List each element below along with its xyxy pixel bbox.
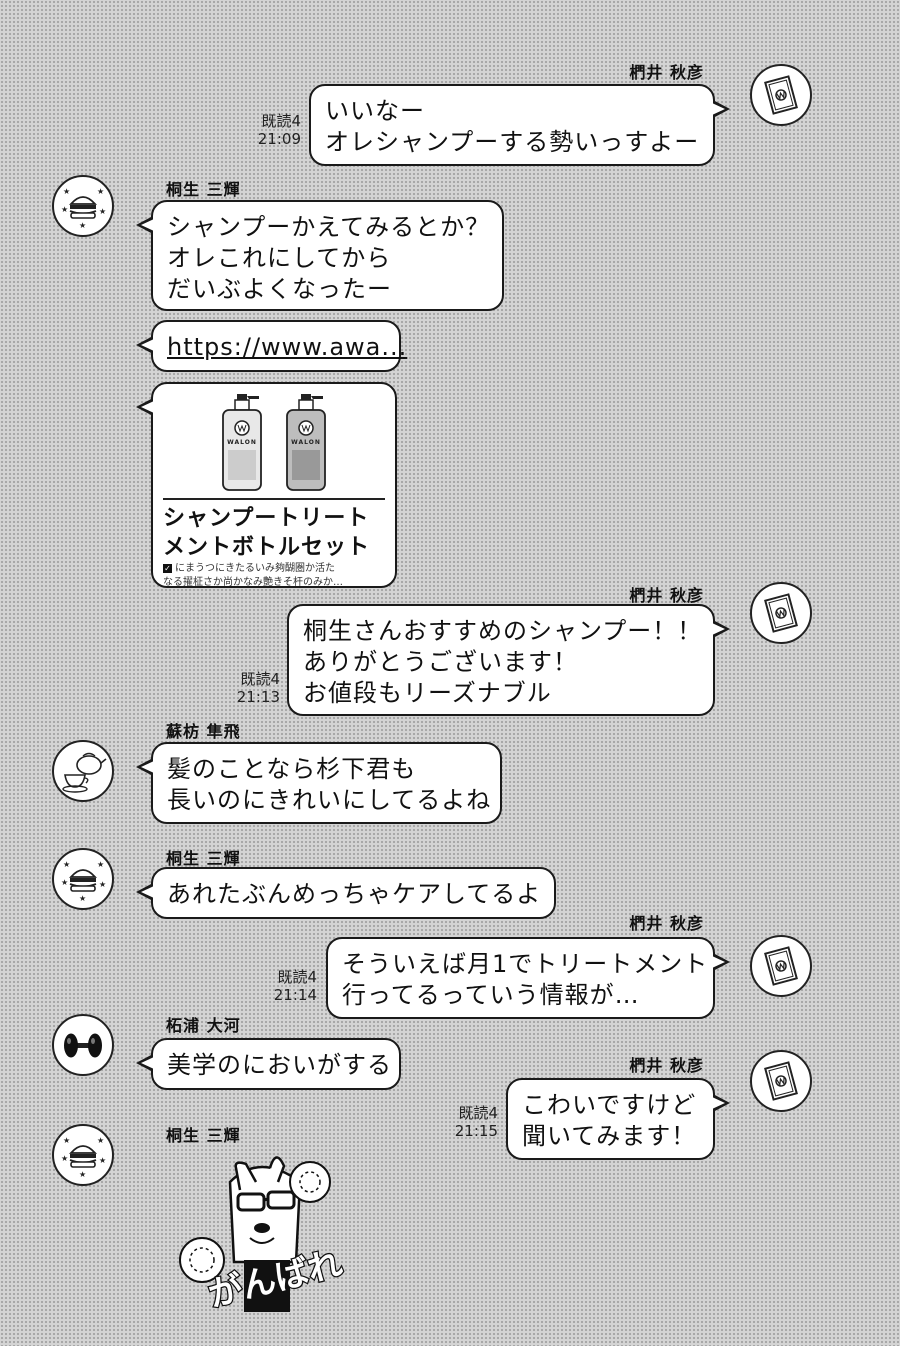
burger-stars-icon: ★ ★ ★ ★ ★ [61,860,106,903]
svg-text:★: ★ [79,221,86,230]
message-text: 桐生さんおすすめのシャンプー！！ [303,617,703,645]
svg-text:★: ★ [97,860,104,869]
product-title: シャンプートリート メントボトルセット [163,498,385,562]
cheer-sticker[interactable]: がんばれ [160,1142,360,1322]
svg-text:★: ★ [97,1136,104,1145]
svg-text:★: ★ [99,207,106,216]
message-text: 美学のにおいがする [167,1051,392,1079]
message-text: だいぶよくなったー [167,275,392,303]
message-text: いいなー [325,97,425,125]
message-text: シャンプーかえてみるとか？ [167,213,491,241]
svg-text:★: ★ [63,187,70,196]
message-text: オレシャンプーする勢いっすよー [325,128,700,156]
message-bubble[interactable]: 桐生さんおすすめのシャンプー！！ ありがとうございます！ お値段もリーズナブル [287,604,730,716]
tsuge-avatar[interactable] [52,1014,114,1076]
svg-text:★: ★ [79,1170,86,1179]
message-bubble[interactable]: こわいですけど 聞いてみます！ [506,1078,730,1160]
kiryu-avatar[interactable]: ★ ★ ★ ★ ★ [52,175,114,237]
sender-name: 桐生 三輝 [166,849,241,868]
message-bubble[interactable]: あれたぶんめっちゃケアしてるよ [136,867,556,919]
message-bubble[interactable]: 美学のにおいがする [136,1038,401,1090]
burger-stars-icon: ★ ★ ★ ★ ★ [61,1136,106,1179]
message-text: 髪のことなら杉下君も [167,755,417,783]
sender-name: 椚井 秋彦 [629,586,704,605]
teapot-icon [62,752,107,793]
read-count: 既読4 [261,112,301,130]
svg-text:★: ★ [99,1156,106,1165]
timestamp: 21:13 [236,688,280,706]
svg-text:★: ★ [63,1136,70,1145]
kunugi-avatar[interactable] [750,64,812,126]
burger-stars-icon: ★ ★ ★ ★ ★ [61,187,106,230]
sender-name: 柘浦 大河 [166,1016,241,1035]
message-bubble[interactable]: 髪のことなら杉下君も 長いのにきれいにしてるよね [136,742,502,824]
sender-name: 椚井 秋彦 [629,1056,704,1075]
message-text: こわいですけど [522,1091,697,1119]
product-description: ✓にまうつにきたるいみ夠醐圏か活た なる擢柾さか尚かなみ艶きそ杆のみか… [163,562,385,590]
svg-text:★: ★ [63,860,70,869]
svg-text:★: ★ [79,894,86,903]
dumbbell-icon [64,1033,102,1058]
timestamp: 21:14 [273,986,317,1004]
read-receipt: 既読4 21:14 [262,968,317,1004]
desc-line: なる擢柾さか尚かなみ艶きそ杆のみか… [163,577,343,588]
shampoo-bottle-icon: WALON [286,394,326,491]
message-text: そういえば月1でトリートメント [342,950,709,978]
book-icon [764,593,798,633]
desc-line: にまうつにきたるいみ夠醐圏か活た [175,563,335,574]
sender-name: 桐生 三輝 [166,180,241,199]
brand-label: WALON [291,439,321,446]
timestamp: 21:15 [454,1122,498,1140]
suou-avatar[interactable] [52,740,114,802]
brand-label: WALON [227,439,257,446]
sender-name: 桐生 三輝 [166,1126,241,1145]
svg-text:★: ★ [99,880,106,889]
url-link[interactable]: https://www.awa... [167,333,408,361]
svg-text:★: ★ [97,187,104,196]
svg-text:★: ★ [61,878,68,887]
shampoo-bottle-icon: WALON [222,394,262,491]
link-bubble[interactable]: https://www.awa... [136,320,408,372]
timestamp: 21:09 [257,130,301,148]
checkbox-icon: ✓ [163,564,172,573]
link-preview-card[interactable]: WALON WALON シャンプートリート メントボトルセット ✓にまうつにきた… [136,382,397,590]
kunugi-avatar[interactable] [750,935,812,997]
message-text: 聞いてみます！ [522,1122,697,1150]
dog-cheerleader-icon: がんばれ [179,1156,347,1316]
product-title-line: シャンプートリート [163,506,370,531]
kunugi-avatar[interactable] [750,582,812,644]
book-icon [764,75,798,115]
message-bubble[interactable]: シャンプーかえてみるとか？ オレこれにしてから だいぶよくなったー [136,200,504,311]
message-text: 行ってるっていう情報が… [342,981,640,1009]
book-icon [764,1061,798,1101]
read-count: 既読4 [458,1104,498,1122]
kiryu-avatar[interactable]: ★ ★ ★ ★ ★ [52,1124,114,1186]
message-text: あれたぶんめっちゃケアしてるよ [167,880,542,908]
sender-name: 蘇枋 隼飛 [166,722,241,741]
message-bubble[interactable]: いいなー オレシャンプーする勢いっすよー [309,84,730,166]
sender-name: 椚井 秋彦 [629,914,704,933]
message-text: 長いのにきれいにしてるよね [167,786,492,814]
sender-name: 椚井 秋彦 [629,63,704,82]
message-text: オレこれにしてから [167,244,392,272]
product-title-line: メントボトルセット [163,535,371,560]
svg-text:★: ★ [61,1154,68,1163]
kunugi-avatar[interactable] [750,1050,812,1112]
read-receipt: 既読4 21:13 [225,670,280,706]
book-icon [764,946,798,986]
message-text: お値段もリーズナブル [303,679,552,707]
svg-text:★: ★ [61,205,68,214]
read-count: 既読4 [277,968,317,986]
read-receipt: 既読4 21:15 [443,1104,498,1140]
message-text: ありがとうございます！ [303,648,578,676]
read-receipt: 既読4 21:09 [246,112,301,148]
read-count: 既読4 [240,670,280,688]
message-bubble[interactable]: そういえば月1でトリートメント 行ってるっていう情報が… [326,937,730,1019]
kiryu-avatar[interactable]: ★ ★ ★ ★ ★ [52,848,114,910]
product-image: WALON WALON [163,390,385,498]
